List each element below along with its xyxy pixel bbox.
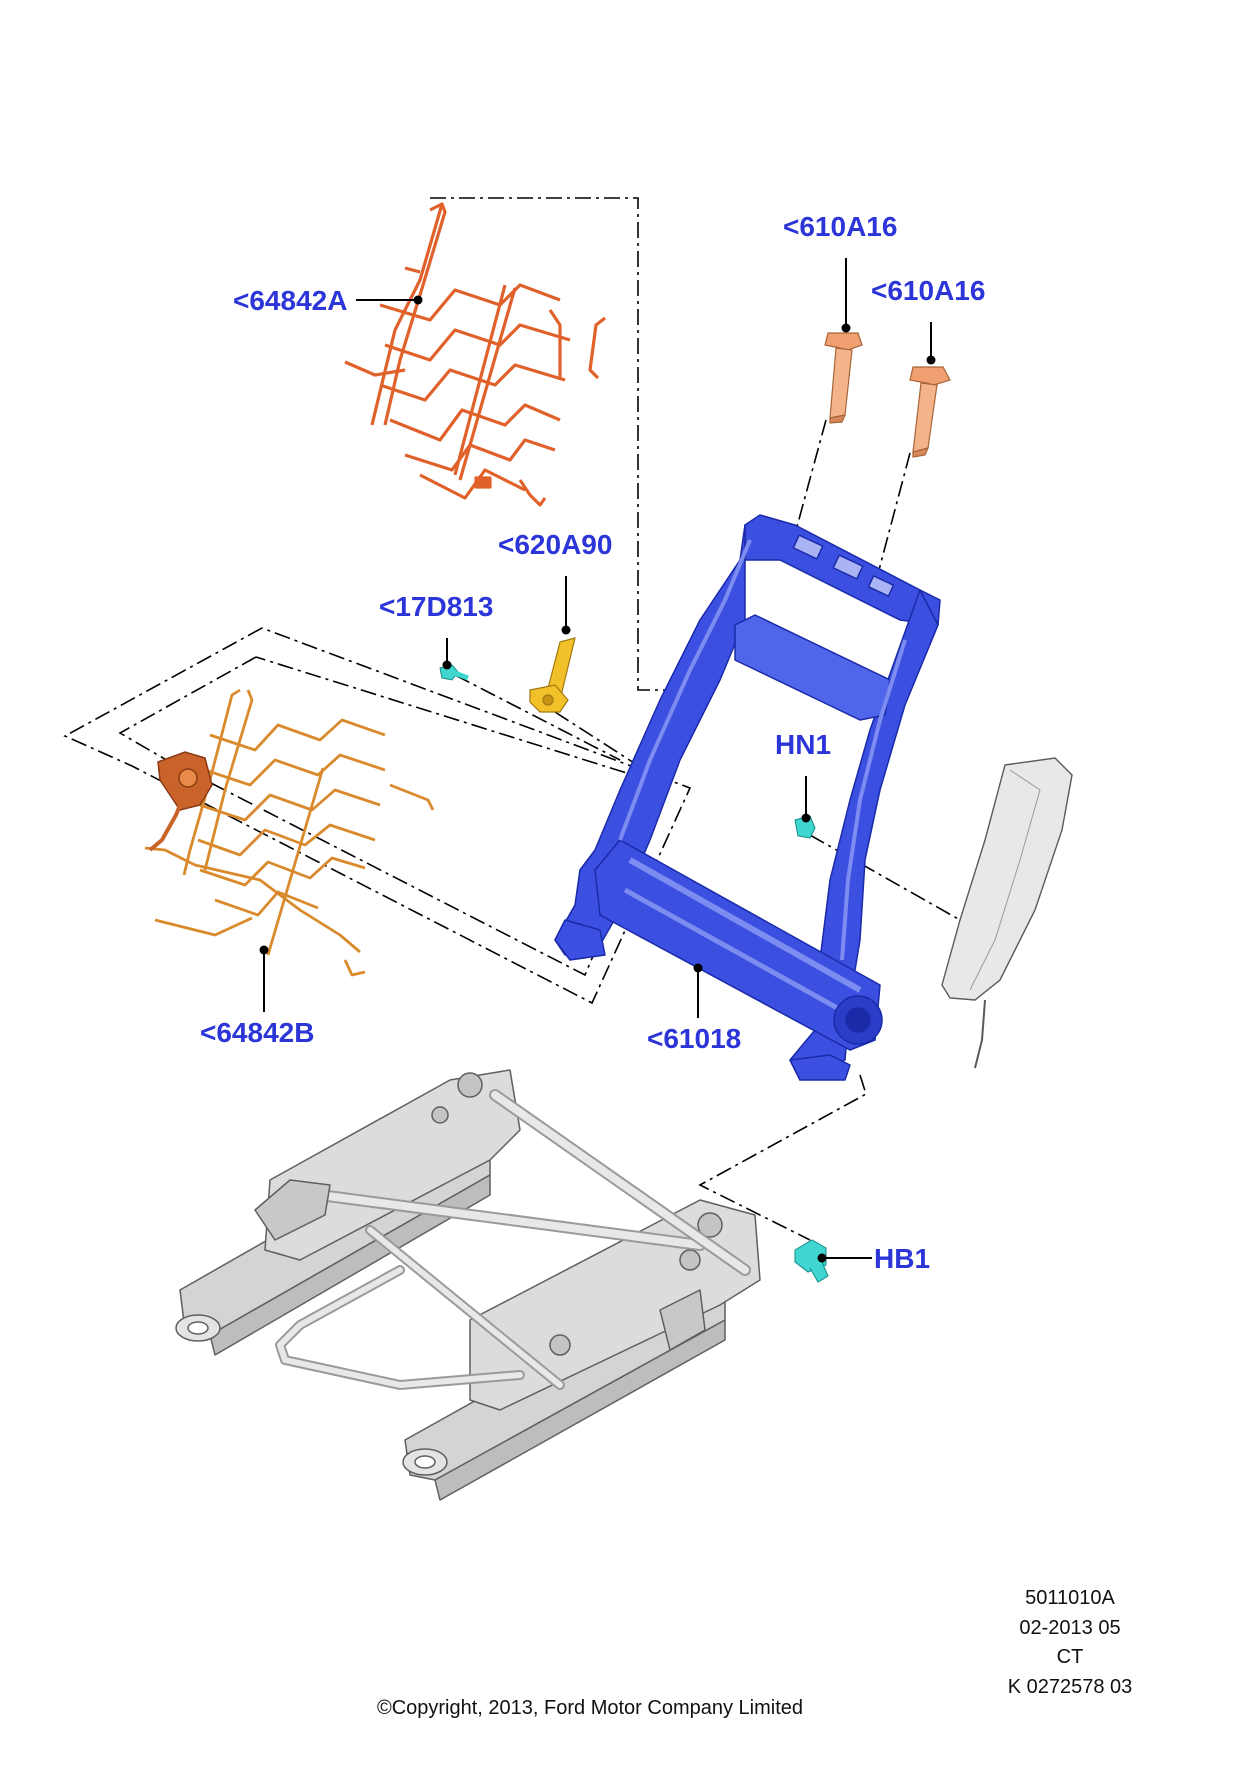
ref-illustration-id: K 0272578 03 [1008,1676,1133,1698]
assembly-lines [63,197,961,1241]
track-bolt [794,1239,829,1283]
callout-64842A: <64842A [233,285,347,316]
ref-code: 5011010A [1025,1587,1115,1609]
recline-lever [529,637,576,713]
headrest-guide-left [824,332,863,424]
callout-610A16-left: <610A16 [783,211,897,242]
callout-17D813: <17D813 [379,591,493,622]
seat-track-assembly [175,1069,761,1501]
callout-620A90: <620A90 [498,529,612,560]
callout-HB1: HB1 [874,1243,930,1274]
copyright-notice: ©Copyright, 2013, Ford Motor Company Lim… [377,1697,803,1719]
seat-back-frame [554,514,941,1081]
lumbar-support-mat [144,688,435,977]
ref-date: 02-2013 05 [1019,1617,1120,1639]
lumbar-actuator [148,751,213,852]
callout-64842B: <64842B [200,1017,314,1048]
headrest-guide-right [909,366,951,458]
side-trim-pad [941,757,1073,1069]
callout-61018: <61018 [647,1023,741,1054]
ref-region: CT [1057,1646,1084,1668]
seat-back-spring-mat [344,202,606,507]
callout-HN1: HN1 [775,729,831,760]
callout-610A16-right: <610A16 [871,275,985,306]
leader-lines [259,258,936,1263]
